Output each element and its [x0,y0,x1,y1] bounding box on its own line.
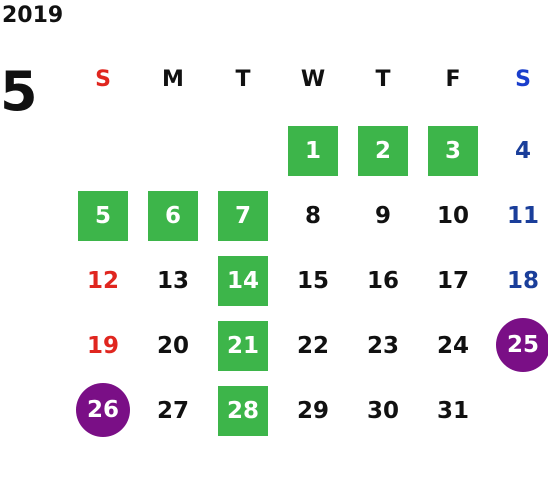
calendar-day-cell[interactable]: 22 [278,315,348,380]
weekday-header-sun: S [95,67,111,92]
calendar-day-number: 7 [218,191,268,241]
calendar-day-number: 26 [76,383,130,437]
calendar-day-cell[interactable]: 26 [68,380,138,445]
calendar-day-cell[interactable]: 29 [278,380,348,445]
calendar-day-cell[interactable]: 27 [138,380,208,445]
calendar-day-number: 19 [86,333,119,359]
calendar-day-number: 17 [436,268,469,294]
weekday-header-thu: T [375,67,391,92]
calendar-day-number: 11 [506,203,539,229]
calendar-day-cell[interactable]: 4 [488,120,548,185]
calendar-day-cell[interactable]: 18 [488,250,548,315]
calendar-day-number: 28 [218,386,268,436]
calendar-day-number: 5 [78,191,128,241]
calendar-day-number: 14 [218,256,268,306]
calendar-day-cell[interactable]: 7 [208,185,278,250]
calendar-day-cell[interactable]: 1 [278,120,348,185]
calendar-day-cell[interactable]: 28 [208,380,278,445]
weekday-header-mon: M [162,67,184,92]
calendar-day-cell[interactable]: 13 [138,250,208,315]
calendar-day-cell[interactable]: 8 [278,185,348,250]
calendar-day-cell[interactable]: 10 [418,185,488,250]
calendar-day-cell[interactable]: 16 [348,250,418,315]
calendar-day-cell[interactable]: 20 [138,315,208,380]
calendar-day-number: 31 [436,398,469,424]
calendar-day-number: 25 [496,318,548,372]
calendar-day-number: 27 [156,398,189,424]
calendar-day-cell[interactable]: 11 [488,185,548,250]
calendar-day-number: 9 [374,203,391,229]
calendar-day-number: 6 [148,191,198,241]
calendar-day-number: 4 [514,138,531,164]
calendar-day-cell[interactable]: 15 [278,250,348,315]
calendar-day-number: 18 [506,268,539,294]
calendar-day-cell[interactable]: 9 [348,185,418,250]
weekday-header-fri: F [445,67,461,92]
calendar-day-number: 2 [358,126,408,176]
year-label: 2019 [2,3,64,28]
calendar-day-number: 21 [218,321,268,371]
calendar-day-number: 3 [428,126,478,176]
calendar-day-number: 23 [366,333,399,359]
calendar-day-cell[interactable]: 31 [418,380,488,445]
calendar-day-cell[interactable]: 12 [68,250,138,315]
weekday-header-tue: T [235,67,251,92]
calendar-day-cell[interactable]: 3 [418,120,488,185]
calendar-day-number: 20 [156,333,189,359]
month-number: 5 [0,60,38,123]
calendar-day-number: 8 [304,203,321,229]
calendar-day-number: 12 [86,268,119,294]
calendar-day-cell[interactable]: 21 [208,315,278,380]
calendar-day-cell[interactable]: 6 [138,185,208,250]
calendar-day-number: 30 [366,398,399,424]
calendar-day-cell[interactable]: 17 [418,250,488,315]
calendar-day-cell[interactable]: 25 [488,315,548,380]
calendar-day-cell[interactable]: 5 [68,185,138,250]
calendar-day-cell[interactable]: 14 [208,250,278,315]
calendar-day-cell[interactable]: 2 [348,120,418,185]
calendar-day-number: 29 [296,398,329,424]
calendar-day-number: 16 [366,268,399,294]
calendar-day-cell[interactable]: 19 [68,315,138,380]
calendar-day-number: 13 [156,268,189,294]
calendar-day-cell[interactable]: 23 [348,315,418,380]
calendar-day-number: 15 [296,268,329,294]
calendar-day-number: 1 [288,126,338,176]
calendar-day-cell[interactable]: 24 [418,315,488,380]
weekday-header-wed: W [300,67,326,92]
weekday-header-sat: S [515,67,531,92]
calendar-day-cell[interactable]: 30 [348,380,418,445]
calendar-day-number: 24 [436,333,469,359]
calendar-day-number: 22 [296,333,329,359]
calendar-day-number: 10 [436,203,469,229]
weekday-header-row: S M T W T F S [68,62,548,98]
